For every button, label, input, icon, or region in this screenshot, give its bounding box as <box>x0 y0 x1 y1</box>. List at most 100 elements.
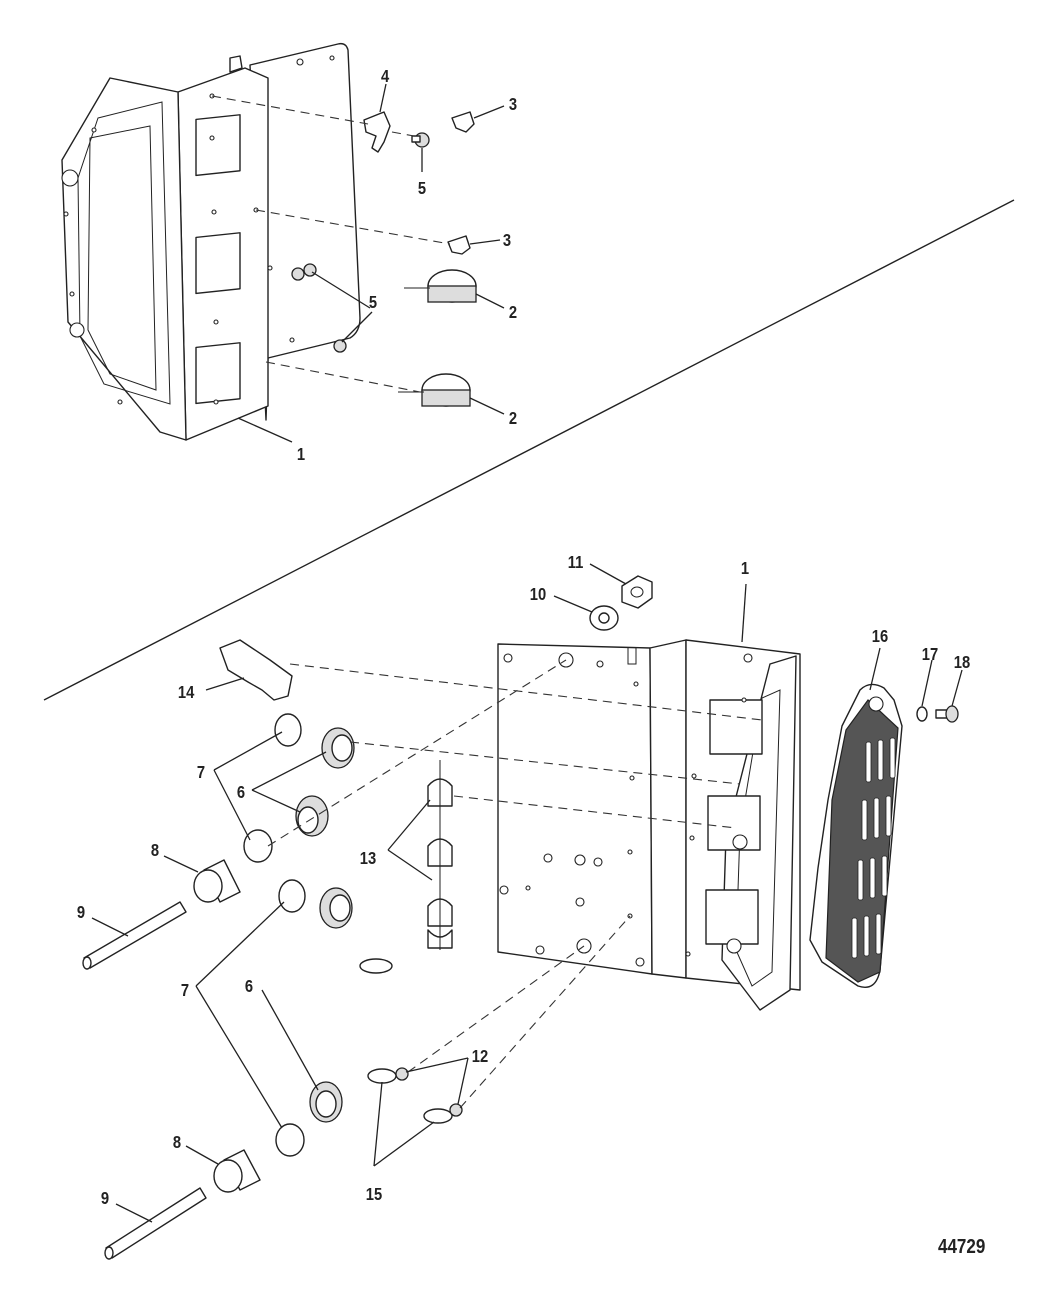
part-9-rod-2 <box>104 1187 207 1260</box>
leader-bot-7b <box>213 769 251 841</box>
top-hole <box>63 211 69 217</box>
top-assembly-line <box>255 209 451 245</box>
bottom-hole <box>535 945 545 955</box>
bottom-hole <box>743 653 753 663</box>
leader-bot-6b <box>251 789 301 813</box>
top-hole <box>211 209 217 215</box>
leader-top-2b <box>469 397 505 415</box>
bottom-hole <box>499 885 509 895</box>
leader-bot-14 <box>205 677 245 691</box>
part-6-grommet-4 <box>309 1081 343 1123</box>
part-17-washer <box>916 706 928 722</box>
part-7-bushing-2 <box>243 829 273 863</box>
callout-top-2a: 2 <box>509 303 517 323</box>
callout-top-3b: 3 <box>503 231 511 251</box>
callout-bot-11: 11 <box>568 553 584 573</box>
bottom-hole <box>627 849 633 855</box>
top-hole <box>69 322 85 338</box>
part-11-nut <box>621 575 653 609</box>
part-2-clamp-lower <box>398 373 471 407</box>
bottom-hole <box>574 854 586 866</box>
leader-top-5c <box>341 311 373 343</box>
callout-bot-6a: 6 <box>237 783 245 803</box>
top-assembly-line <box>391 131 415 137</box>
part-7-bushing-3 <box>278 879 306 913</box>
leader-bot-7c <box>195 901 285 987</box>
callout-top-5b: 5 <box>369 293 377 313</box>
callout-bot-9a: 9 <box>77 903 85 923</box>
leader-top-3b <box>469 239 501 245</box>
leader-bot-1 <box>741 583 747 643</box>
callout-bot-7b: 7 <box>181 981 189 1001</box>
part-6-grommet-1 <box>321 727 355 769</box>
callout-top-3a: 3 <box>509 95 517 115</box>
part-5-screw <box>411 132 430 148</box>
leader-bot-13a <box>387 799 431 851</box>
leader-bot-12a <box>405 1057 469 1073</box>
part-9-rod-1 <box>82 901 187 970</box>
top-hole <box>213 319 219 325</box>
top-window-2 <box>195 232 241 295</box>
callout-bot-14: 14 <box>178 683 195 703</box>
top-assembly-line <box>211 95 369 125</box>
top-bracket-front-panel <box>61 77 187 441</box>
bottom-assembly-line <box>407 945 585 1073</box>
bottom-hole <box>543 853 553 863</box>
leader-bot-7a <box>213 731 283 771</box>
bottom-window-3 <box>705 889 759 945</box>
leader-bot-17 <box>921 659 933 707</box>
part-2-clamp-upper <box>404 269 477 303</box>
part-16-cover <box>809 683 903 988</box>
top-screw-5-lower <box>333 339 347 353</box>
part-15-clamp-upper <box>367 1068 397 1084</box>
callout-bot-16: 16 <box>872 627 888 647</box>
callout-bot-7a: 7 <box>197 763 205 783</box>
top-bracket-assembly: 1 2 2 3 3 4 5 5 <box>61 42 517 464</box>
bottom-hole <box>633 681 639 687</box>
bottom-hole <box>726 938 742 954</box>
part-18-screw <box>935 705 959 723</box>
bottom-hole <box>596 660 604 668</box>
callout-bot-18: 18 <box>954 653 970 673</box>
part-4-clip <box>363 111 391 153</box>
part-12-screw-lower <box>449 1103 463 1117</box>
part-13-clip-loose <box>359 958 393 974</box>
bottom-hole <box>635 957 645 967</box>
leader-bot-12b <box>457 1057 469 1105</box>
top-hole <box>213 399 219 405</box>
top-hole <box>329 55 335 61</box>
bottom-assembly-line <box>289 663 763 721</box>
callout-top-5a: 5 <box>418 179 426 199</box>
leader-bot-7d <box>195 985 283 1129</box>
leader-bot-10 <box>553 595 593 613</box>
leader-bot-6c <box>261 989 319 1091</box>
callout-bot-6b: 6 <box>245 977 253 997</box>
bottom-bracket-assembly: 1 6 6 7 7 8 8 9 9 10 11 12 13 14 15 16 1… <box>77 553 970 1260</box>
top-assembly-line <box>265 361 421 393</box>
leader-top-4 <box>379 83 387 113</box>
top-bracket-inner-frame <box>87 125 157 391</box>
leader-top-2a <box>475 293 505 309</box>
part-15-clamp-lower <box>423 1108 453 1124</box>
callout-bot-13: 13 <box>360 849 376 869</box>
top-bracket-back-plate <box>249 42 361 421</box>
callout-bot-17: 17 <box>922 645 938 665</box>
callout-bot-9b: 9 <box>101 1189 109 1209</box>
callout-bot-15: 15 <box>366 1185 382 1205</box>
leader-top-1 <box>237 417 293 443</box>
bottom-hole <box>525 885 531 891</box>
bottom-hole <box>629 775 635 781</box>
callout-bot-8b: 8 <box>173 1133 181 1153</box>
part-14-clip <box>219 639 293 701</box>
leader-bot-8b <box>185 1145 219 1165</box>
part-7-bushing-4 <box>275 1123 305 1157</box>
callout-bot-8a: 8 <box>151 841 159 861</box>
leader-bot-9a <box>91 917 129 937</box>
part-6-grommet-3 <box>319 887 353 929</box>
bottom-assembly-line <box>459 915 631 1109</box>
part-8-spacer-2 <box>213 1149 261 1193</box>
leader-bot-15b <box>373 1121 435 1167</box>
leader-top-3a <box>473 105 505 119</box>
part-3-clip-upper <box>451 111 475 133</box>
callout-bot-12: 12 <box>472 1047 488 1067</box>
